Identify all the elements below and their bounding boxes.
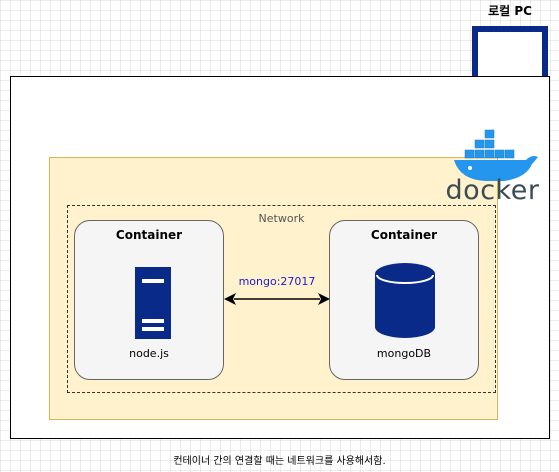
container-title: Container	[370, 228, 438, 242]
node-container: Container node.js	[74, 220, 224, 380]
network-label: Network	[258, 212, 305, 225]
docker-wordmark: docker	[445, 175, 540, 206]
docker-whale-icon	[454, 129, 538, 181]
diagram-caption: 컨테이너 간의 연결할 때는 네트워크를 사용해서함.	[173, 456, 386, 467]
connection-label: mongo:27017	[238, 275, 316, 288]
container-title: Container	[115, 228, 183, 242]
server-icon	[135, 267, 171, 339]
local-pc-label: 로컬 PC	[488, 4, 532, 18]
network-boundary	[67, 205, 496, 393]
mongodb-container: Container mongoDB	[329, 220, 479, 380]
monitor-icon	[472, 26, 548, 102]
database-icon	[375, 263, 435, 338]
container-caption: mongoDB	[376, 347, 432, 360]
container-caption: node.js	[129, 347, 169, 360]
bidirectional-arrow	[224, 293, 330, 305]
